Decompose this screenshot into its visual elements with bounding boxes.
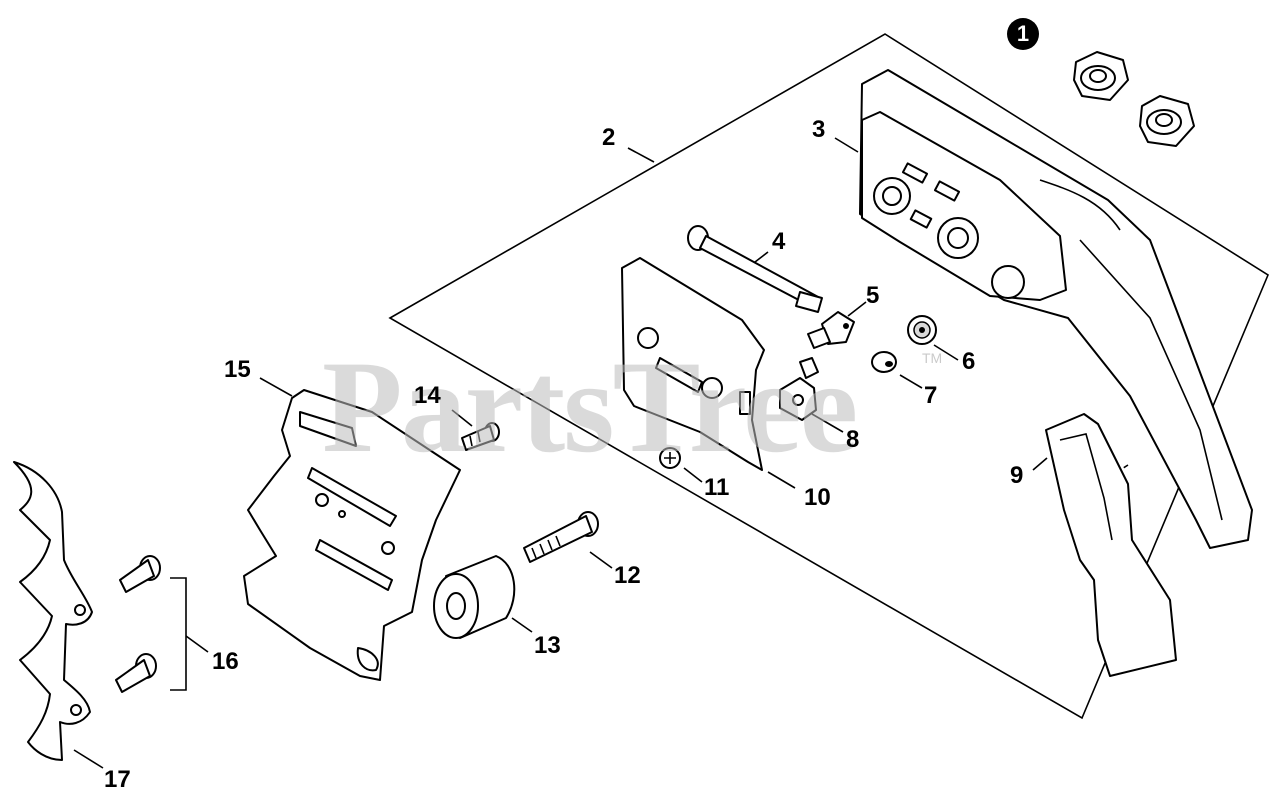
adjuster-pin-part: [807, 311, 855, 349]
part-label-15: 15: [224, 356, 251, 383]
part-label-7: 7: [924, 382, 938, 409]
leader-lines: [73, 137, 1129, 769]
part-label-17: 17: [104, 766, 131, 793]
side-cover-part: [1045, 413, 1177, 677]
assembly-boundary: [388, 33, 1270, 720]
bar-plate-part: [243, 389, 461, 681]
part-label-14: 14: [414, 382, 441, 409]
part-label-8: 8: [846, 426, 860, 453]
part-label-11: 11: [704, 474, 730, 501]
part-label-16: 16: [212, 648, 239, 675]
spur-gear-part: [907, 315, 937, 345]
part-label-2: 2: [602, 124, 616, 151]
part-label-6: 6: [962, 348, 976, 375]
screw-part: [659, 447, 681, 469]
part-label-10: 10: [804, 484, 831, 511]
spike-bumper-part: [13, 461, 93, 761]
guide-bolt-part: [687, 225, 823, 313]
guide-plate-part: [621, 257, 765, 471]
screw-part: [461, 422, 500, 451]
watermark: PartsTree: [322, 333, 858, 480]
part-label-13: 13: [534, 632, 561, 659]
screws-part: [115, 555, 161, 693]
callout-badge: 1: [1007, 18, 1039, 50]
part-label-5: 5: [866, 282, 880, 309]
part-label-3: 3: [812, 116, 826, 143]
collar-part: [433, 555, 516, 639]
spike-bolt-part: [523, 511, 599, 563]
watermark-trademark: TM: [922, 350, 943, 366]
flange-nut-part: [1073, 51, 1195, 147]
adjuster-plate-part: [779, 357, 819, 421]
part-label-4: 4: [772, 228, 786, 255]
washer-part: [871, 351, 897, 373]
sprocket-guard-part: [859, 69, 1253, 549]
part-label-12: 12: [614, 562, 641, 589]
part-label-9: 9: [1010, 462, 1024, 489]
